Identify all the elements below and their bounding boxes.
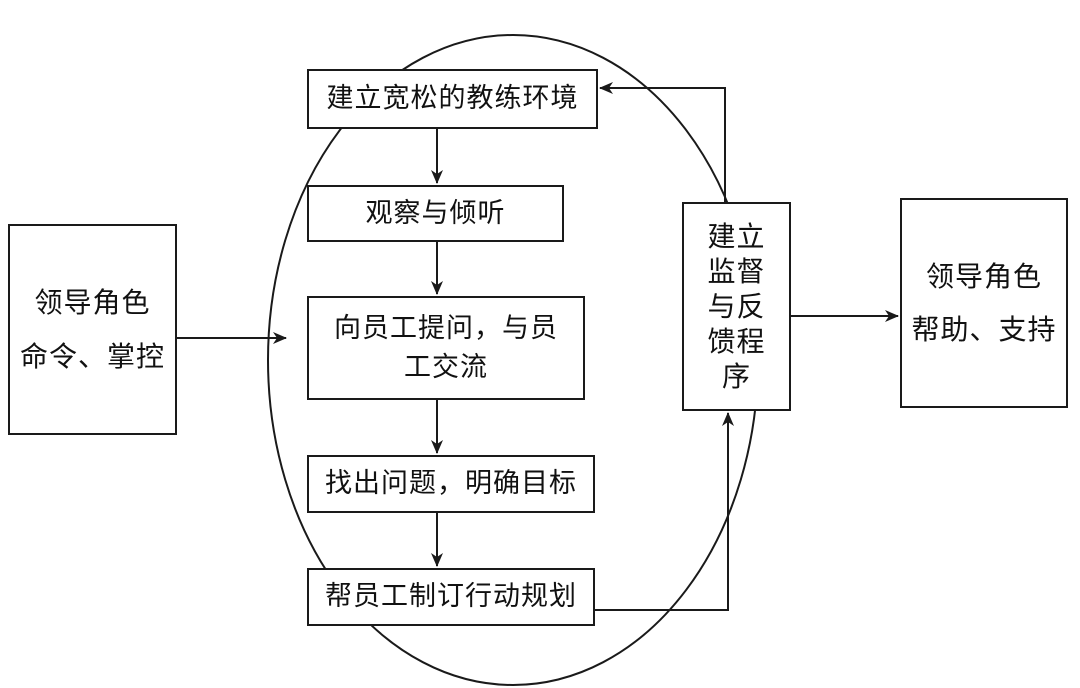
left-role-box: 领导角色 命令、掌控 (8, 224, 177, 435)
step-observe-listen: 观察与倾听 (307, 185, 564, 242)
monitor-feedback-box: 建立 监督 与反 馈程 序 (682, 202, 791, 411)
right-role-box: 领导角色 帮助、支持 (900, 198, 1068, 408)
step-identify-problem: 找出问题，明确目标 (307, 455, 595, 513)
right-role-title: 领导角色 (925, 259, 1042, 293)
left-role-title: 领导角色 (34, 286, 151, 320)
step-action-plan: 帮员工制订行动规划 (307, 568, 595, 626)
step-label: 向员工提问，与员 (334, 312, 558, 344)
left-role-desc: 命令、掌控 (19, 339, 165, 373)
step-label: 帮员工制订行动规划 (325, 581, 577, 613)
monitor-label: 监督 (707, 255, 766, 288)
step-label: 找出问题，明确目标 (325, 468, 577, 500)
step-label: 观察与倾听 (365, 197, 506, 229)
monitor-label: 序 (721, 360, 751, 393)
step-coaching-environment: 建立宽松的教练环境 (307, 69, 598, 129)
monitor-label: 建立 (707, 220, 766, 253)
monitor-label: 馈程 (707, 325, 766, 358)
step-label: 建立宽松的教练环境 (326, 83, 579, 115)
arrow-plan-to-monitor (595, 412, 734, 611)
arrow-monitor-to-environment (599, 82, 726, 202)
monitor-label: 与反 (707, 290, 766, 323)
step-label: 工交流 (404, 352, 488, 383)
step-ask-communicate: 向员工提问，与员 工交流 (307, 296, 585, 400)
right-role-desc: 帮助、支持 (911, 313, 1057, 346)
